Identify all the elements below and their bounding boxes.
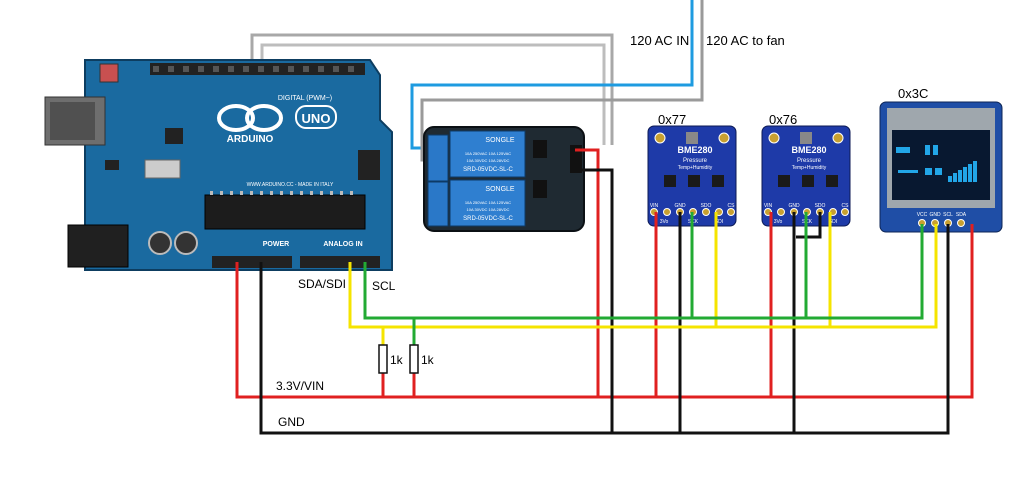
bme2-address-label: 0x76 bbox=[769, 112, 798, 127]
ac-in-wire bbox=[410, 0, 694, 150]
relay-terminal-2 bbox=[427, 181, 449, 227]
board-brand: ARDUINO bbox=[227, 134, 274, 145]
capacitor-2 bbox=[174, 231, 198, 255]
sda-label: SDA/SDI bbox=[298, 277, 347, 291]
pullup-resistor-1 bbox=[378, 344, 388, 374]
wiring bbox=[235, 148, 974, 435]
bme2-pin-sdi: SDI bbox=[829, 219, 837, 225]
sda-wire bbox=[348, 224, 938, 329]
pullup-resistor-2 bbox=[409, 344, 419, 374]
board-footer: WWW.ARDUINO.CC - MADE IN ITALY bbox=[247, 182, 334, 188]
bme2-sdo-ground-jumper bbox=[796, 212, 822, 239]
relay-1-brand: SONGLE bbox=[485, 137, 515, 144]
relay-2-model: SRD-05VDC-SL-C bbox=[463, 216, 513, 222]
bme2-pin-vin: VIN bbox=[764, 203, 773, 209]
bme1-title: BME280 bbox=[677, 145, 712, 155]
bme280-sensor-1: BME280 Pressure Temp+Humidity VIN 3Vo GN… bbox=[647, 125, 737, 227]
resistor-1-label: 1k bbox=[390, 353, 403, 367]
oled-pin-scl: SCL bbox=[943, 212, 953, 218]
capacitor-1 bbox=[148, 231, 172, 255]
barrel-jack bbox=[67, 224, 129, 268]
power-header-label: POWER bbox=[263, 241, 289, 248]
relay-2-spec-1: 10A 250VAC 10A 125VAC bbox=[465, 200, 511, 205]
bme2-subtitle: Pressure bbox=[797, 158, 822, 164]
digital-header bbox=[150, 63, 365, 75]
icsp-header bbox=[358, 150, 380, 180]
relay-module: SONGLE 10A 250VAC 10A 125VAC 10A 30VDC 1… bbox=[423, 126, 585, 232]
reset-button bbox=[99, 63, 119, 83]
bme1-pin-cs: CS bbox=[728, 203, 736, 209]
relay-1-model: SRD-05VDC-SL-C bbox=[463, 167, 513, 173]
bme2-pin-sdo: SDO bbox=[815, 203, 826, 209]
bme2-pin-3vo: 3Vo bbox=[774, 219, 783, 225]
power-wire-relay bbox=[575, 148, 600, 397]
arduino-uno: UNO ARDUINO DIGITAL (PWM~) WWW.ARDUINO.C… bbox=[44, 59, 393, 271]
relay-2-spec-2: 10A 30VDC 10A 28VDC bbox=[467, 207, 510, 212]
oled-display: VCC GND SCL SDA bbox=[879, 101, 1003, 233]
oled-pin-gnd: GND bbox=[929, 212, 941, 218]
oled-pin-vcc: VCC bbox=[917, 212, 928, 218]
bme2-pin-cs: CS bbox=[842, 203, 850, 209]
atmega-chip bbox=[204, 194, 366, 230]
power-header bbox=[212, 256, 292, 268]
bme1-pin-vin: VIN bbox=[650, 203, 659, 209]
relay-2-brand: SONGLE bbox=[485, 186, 515, 193]
bme1-address-label: 0x77 bbox=[658, 112, 687, 127]
arduino-logo-left bbox=[217, 104, 255, 132]
bme1-pin-sdo: SDO bbox=[701, 203, 712, 209]
relay-2 bbox=[449, 179, 526, 227]
ground-label: GND bbox=[278, 415, 305, 429]
bme1-pin-sdi: SDI bbox=[715, 219, 723, 225]
relay-terminal-1 bbox=[427, 134, 449, 182]
bme1-pin-3vo: 3Vo bbox=[660, 219, 669, 225]
power-label: 3.3V/VIN bbox=[276, 379, 325, 393]
bme1-subtitle2: Temp+Humidity bbox=[678, 165, 713, 171]
arduino-logo-right bbox=[245, 104, 283, 132]
scl-wire bbox=[363, 224, 924, 320]
ac-fan-label: 120 AC to fan bbox=[706, 33, 785, 48]
relay-1 bbox=[449, 130, 526, 178]
relay-1-spec-2: 10A 30VDC 10A 28VDC bbox=[467, 158, 510, 163]
bme2-title: BME280 bbox=[791, 145, 826, 155]
ground-wire-relay bbox=[575, 168, 614, 433]
bme1-subtitle: Pressure bbox=[683, 158, 708, 164]
bme2-subtitle2: Temp+Humidity bbox=[792, 165, 827, 171]
analog-header bbox=[300, 256, 380, 268]
resistor-2-label: 1k bbox=[421, 353, 434, 367]
analog-header-label: ANALOG IN bbox=[323, 241, 362, 248]
ac-in-label: 120 AC IN bbox=[630, 33, 690, 48]
bme2-pin-gnd: GND bbox=[788, 203, 800, 209]
oled-pin-sda: SDA bbox=[956, 212, 967, 218]
digital-header-label: DIGITAL (PWM~) bbox=[278, 95, 332, 102]
board-name: UNO bbox=[302, 111, 331, 126]
power-wire-arduino bbox=[235, 224, 974, 399]
oled-address-label: 0x3C bbox=[898, 86, 929, 101]
relay-1-spec-1: 10A 250VAC 10A 125VAC bbox=[465, 151, 511, 156]
gray-wire-2 bbox=[260, 43, 606, 145]
bme1-pin-gnd: GND bbox=[674, 203, 686, 209]
gray-wire-1 bbox=[250, 33, 614, 145]
ground-wire-arduino bbox=[259, 224, 950, 435]
scl-label: SCL bbox=[372, 279, 396, 293]
relay-pin-header bbox=[570, 145, 582, 173]
bme280-sensor-2: BME280 Pressure Temp+Humidity VIN 3Vo GN… bbox=[761, 125, 851, 227]
